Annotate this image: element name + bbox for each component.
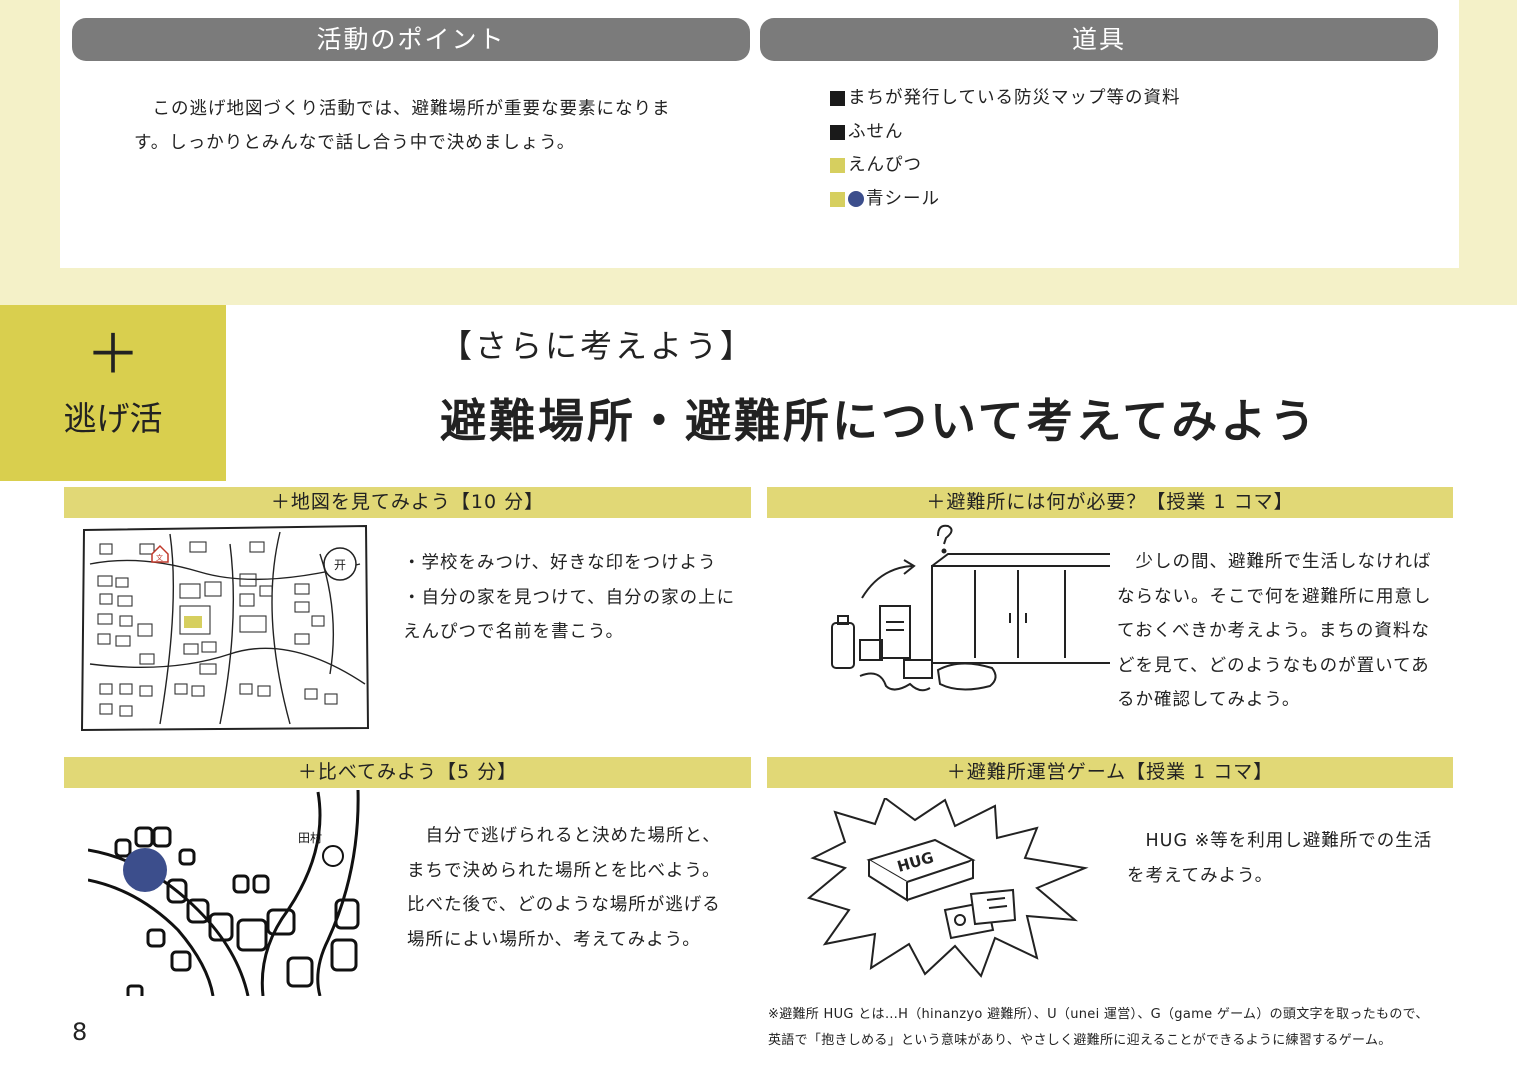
black-square-icon [830, 91, 845, 107]
text-line: どを見て、どのようなものが置いてあ [1117, 655, 1430, 676]
text-line: 少しの間、避難所で生活しなければ [1117, 552, 1432, 572]
section-tab [0, 305, 226, 481]
section-heading-compare: ＋比べてみよう【5 分】 [64, 757, 751, 788]
text-line: ならない。そこで何を避難所に用意し [1117, 586, 1432, 607]
tool-item: ふせん [830, 116, 1180, 150]
tool-item: えんぴつ [830, 149, 1180, 183]
hug-footnote: ※避難所 HUG とは…H（hinanzyo 避難所）、U（unei 運営）、G… [768, 1002, 1468, 1054]
section-heading-shelter-needs: ＋避難所には何が必要？【授業 1 コマ】 [767, 487, 1453, 518]
tool-item: まちが発行している防災マップ等の資料 [830, 82, 1180, 116]
shrine-mark: 开 [334, 558, 346, 572]
text-line: HUG ※等を利用し避難所での生活 [1127, 831, 1433, 851]
footnote-line: 英語で「抱きしめる」という意味があり、やさしく避難所に迎えることができるように練… [768, 1033, 1392, 1048]
page-subtitle: 【さらに考えよう】 [440, 327, 756, 365]
point-line: この逃げ地図づくり活動では、避難場所が重要な要素になりま [134, 99, 671, 119]
black-square-icon [830, 124, 845, 140]
activity-point-text: この逃げ地図づくり活動では、避難場所が重要な要素になりま す。しっかりとみんなで… [134, 92, 704, 160]
hug-game-text: HUG ※等を利用し避難所での生活 を考えてみよう。 [1127, 824, 1457, 893]
page-number: 8 [72, 1018, 88, 1046]
text-line: 自分で逃げられると決めた場所と、 [407, 826, 721, 846]
text-line: ・自分の家を見つけて、自分の家の上に [403, 587, 736, 608]
text-line: ・学校をみつけ、好きな印をつけよう [403, 553, 717, 573]
tools-list: まちが発行している防災マップ等の資料 ふせん えんぴつ 青シール [830, 82, 1180, 216]
tab-label: 逃げ活 [63, 399, 163, 438]
text-line: を考えてみよう。 [1127, 865, 1274, 886]
page-title: 避難場所・避難所について考えてみよう [440, 394, 1319, 448]
text-line: 場所によい場所か、考えてみよう。 [407, 929, 701, 950]
hug-game-illustration: HUG [806, 798, 1089, 978]
section-heading-map-view: ＋地図を見てみよう【10 分】 [64, 487, 751, 518]
town-map-illustration: 文 开 [80, 524, 370, 732]
point-line: す。しっかりとみんなで話し合う中で決めましょう。 [134, 133, 576, 153]
text-line: まちで決められた場所とを比べよう。 [407, 860, 721, 881]
footnote-line: ※避難所 HUG とは…H（hinanzyo 避難所）、U（unei 運営）、G… [768, 1007, 1429, 1022]
school-mark: 文 [156, 553, 163, 562]
map-view-text: ・学校をみつけ、好きな印をつけよう ・自分の家を見つけて、自分の家の上に えんぴ… [403, 546, 753, 650]
text-line: えんぴつで名前を書こう。 [403, 622, 624, 642]
compare-text: 自分で逃げられると決めた場所と、 まちで決められた場所とを比べよう。 比べた後で… [407, 819, 747, 957]
shelter-storage-illustration [831, 524, 1110, 692]
yellow-square-icon [830, 191, 845, 207]
yellow-square-icon [830, 158, 845, 174]
blue-dot-icon [848, 191, 864, 208]
text-line: ておくべきか考えよう。まちの資料な [1117, 621, 1430, 641]
text-line: るか確認してみよう。 [1117, 690, 1301, 710]
text-line: 比べた後で、どのような場所が逃げる [407, 895, 721, 915]
tools-heading: 道具 [760, 18, 1438, 61]
plus-icon: ＋ [86, 323, 140, 386]
activity-point-heading: 活動のポイント [72, 18, 750, 61]
compare-map-illustration: 田村 [88, 790, 363, 996]
tool-item: 青シール [830, 183, 1180, 217]
village-label: 田村 [298, 831, 322, 845]
section-heading-hug-game: ＋避難所運営ゲーム【授業 1 コマ】 [767, 757, 1453, 788]
blue-sticker [123, 848, 167, 892]
shelter-needs-text: 少しの間、避難所で生活しなければ ならない。そこで何を避難所に用意し ておくべき… [1117, 545, 1457, 718]
